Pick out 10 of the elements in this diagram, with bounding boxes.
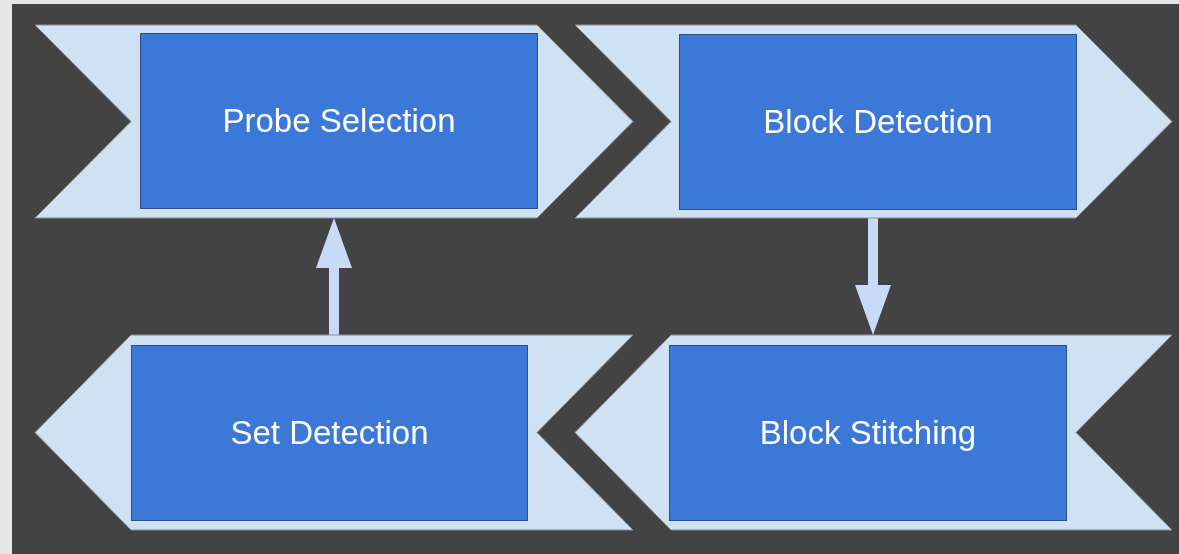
step-box (131, 345, 528, 521)
step-label: Block Stitching (759, 414, 977, 452)
arrow (855, 218, 891, 335)
step-label: Block Detection (763, 103, 993, 141)
step-box (679, 34, 1077, 210)
arrow (316, 218, 352, 335)
step-box (140, 33, 538, 209)
step-label: Probe Selection (222, 102, 456, 140)
step-box (669, 345, 1067, 521)
step-label: Set Detection (230, 414, 429, 452)
